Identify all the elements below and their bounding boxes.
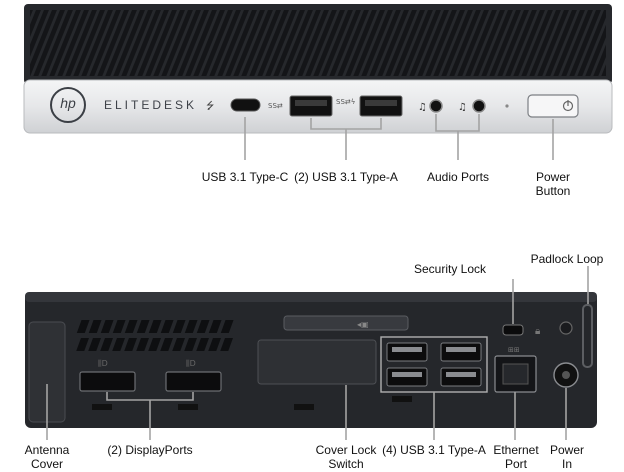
activity-led [505,104,509,108]
label-rear-usb-a: (4) USB 3.1 Type-A [382,443,486,457]
headphone-jack [429,99,443,113]
label-power-in-line1: Power [549,443,584,457]
rear-callout-lines [46,266,589,440]
label-ethernet-line1: Ethernet [493,443,539,457]
usb-symbol-icon: ⭍ [206,100,214,112]
hp-logo-text: hp [60,95,76,111]
padlock-icon: 🔒︎ [535,326,540,337]
lock-icon: ◂▣ [357,320,369,329]
displayport-icon-2: ⫼D [186,359,196,368]
label-antenna-cover-line2: Cover [30,457,63,471]
ss-charge-icon: SS⇄ϟ [336,98,355,106]
headset-jack [472,99,486,113]
headphone-icon: ♫ [418,102,427,113]
displayport-1 [79,371,136,392]
label-security-lock: Security Lock [413,262,487,276]
cover-lock-switch [283,315,409,331]
label-power-button-line1: Power [535,170,570,184]
brand-name: ELITEDESK [104,98,198,112]
ss-usb-icon: SS⇄ [268,102,283,110]
label-displayports: (2) DisplayPorts [107,443,193,457]
label-audio-ports: Audio Ports [426,170,490,184]
label-ethernet-line2: Port [504,457,527,471]
label-antenna-cover-line1: Antenna [24,443,70,457]
displayport-icon-1: ⫼D [98,359,108,368]
label-power-in-line2: In [561,457,572,471]
label-front-usb-a: (2) USB 3.1 Type-A [294,170,398,184]
label-cover-lock-line1: Cover Lock [315,443,377,457]
security-lock-slot [502,324,524,336]
front-callout-lines [244,114,554,160]
network-icon: ⊞⊞ [508,346,520,354]
displayport-2 [165,371,222,392]
front-view-illustration: ⭍ SS⇄ SS⇄ϟ ♫ ♫ [23,4,613,160]
label-front-usb-c: USB 3.1 Type-C [201,170,289,184]
label-cover-lock-line2: Switch [328,457,364,471]
label-padlock-loop: Padlock Loop [530,252,604,266]
expansion-cover [257,339,377,385]
front-vent-grille [30,10,606,76]
rear-vents [76,320,234,351]
hp-logo-icon [50,87,86,123]
padlock-loop [582,304,593,368]
power-button [527,94,579,118]
padlock-hole [559,321,573,335]
usb-c-port [230,98,261,112]
label-power-button-line2: Button [535,184,571,198]
headset-icon: ♫ [458,102,467,113]
